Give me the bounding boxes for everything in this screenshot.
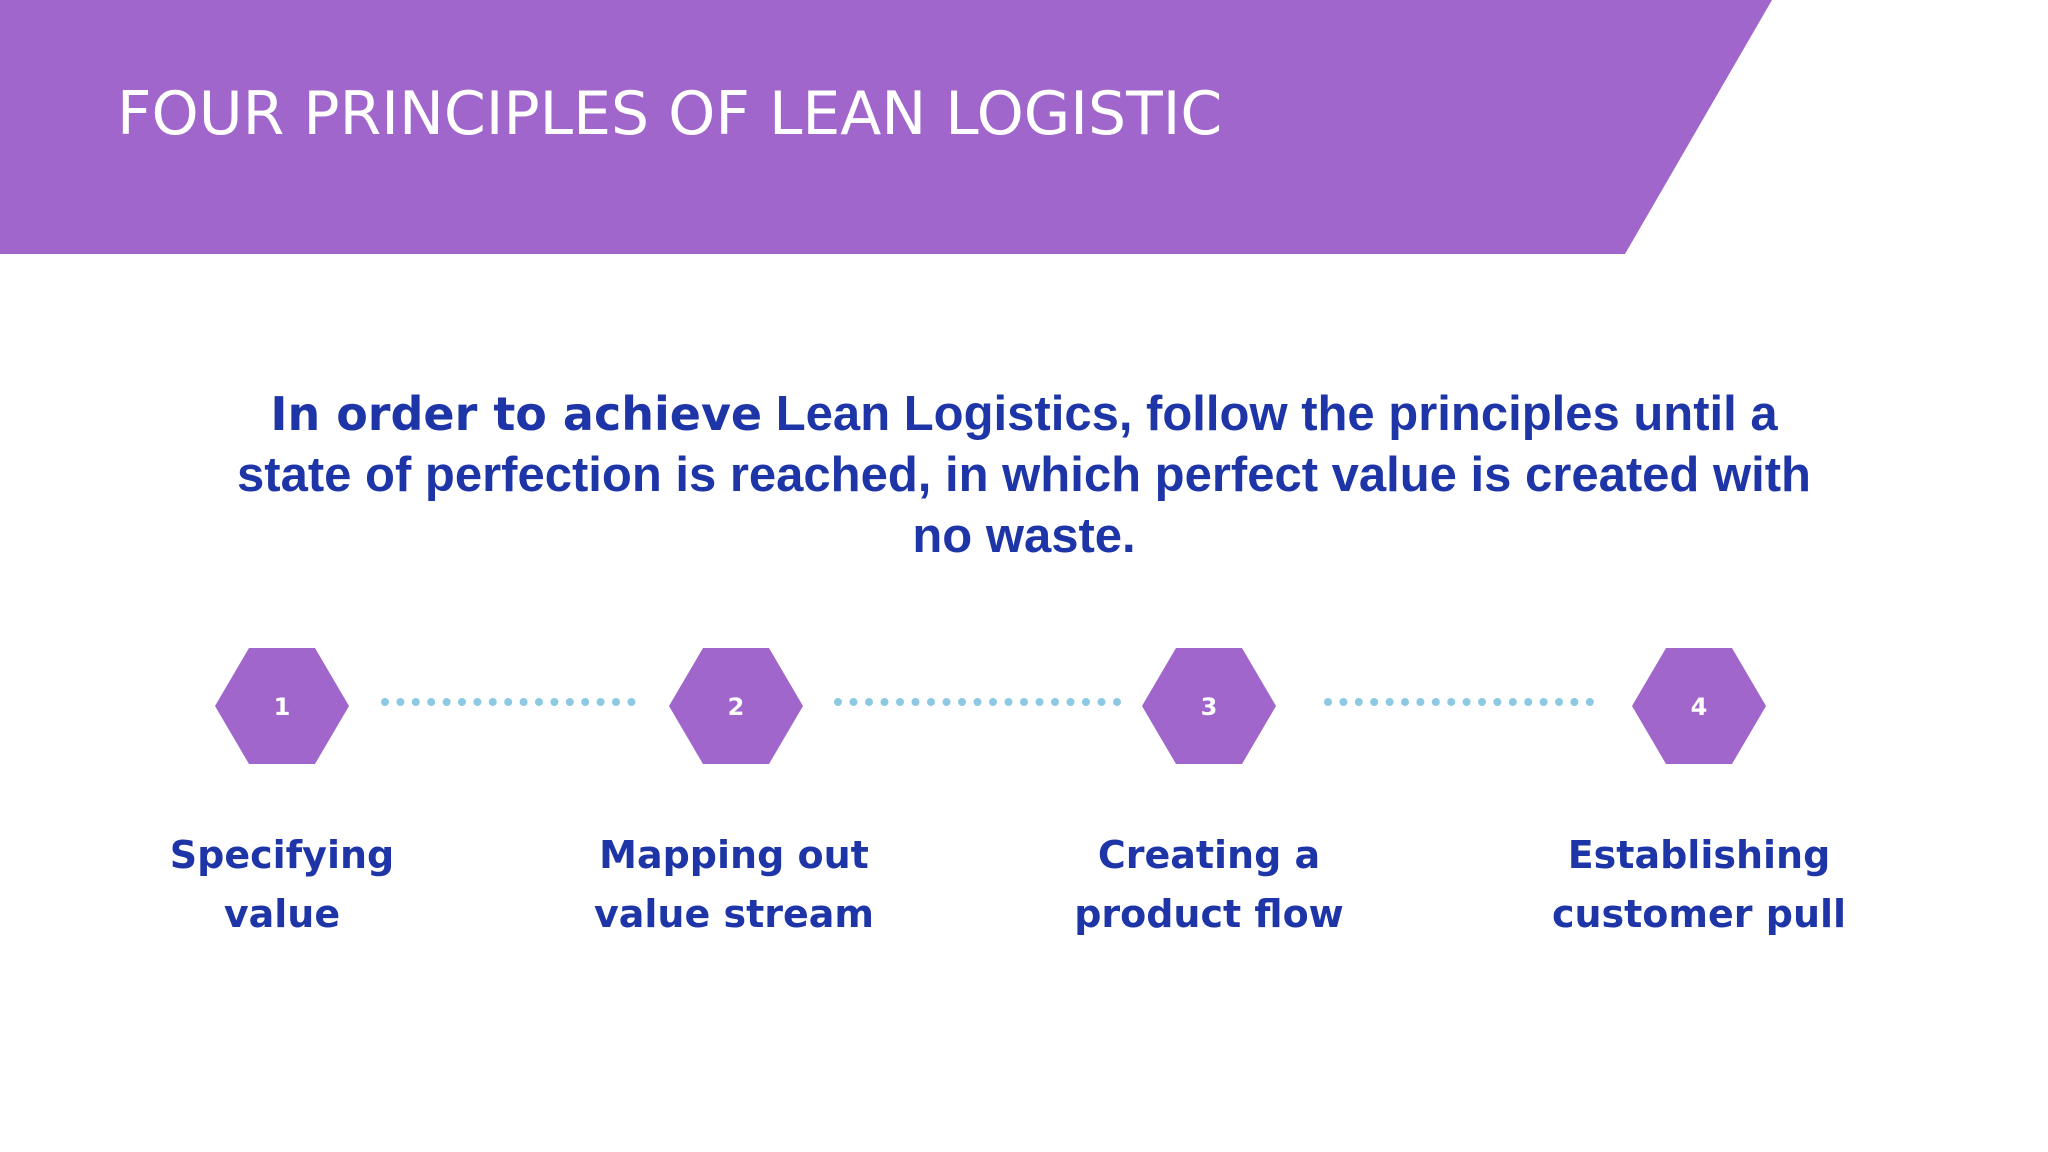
page-title: FOUR PRINCIPLES OF LEAN LOGISTIC [117,79,1223,149]
step-4-hexagon: 4 [1632,648,1766,764]
step-4-label-line2: customer pull [1551,892,1847,936]
step-4-label-line1: Establishing [1567,833,1831,877]
step-3-label-line1: Creating a [1097,833,1321,877]
title-banner-shape [0,0,1772,254]
step-3-label: Creating a product flow [1039,826,1379,944]
step-1-hexagon: 1 [215,648,349,764]
intro-paragraph: In order to achieve Lean Logistics, foll… [224,384,1824,567]
step-2-hexagon: 2 [669,648,803,764]
step-2-label-line1: Mapping out [599,833,869,877]
step-4-label: Establishing customer pull [1529,826,1869,944]
step-1-label-line1: Specifying [169,833,395,877]
title-banner [0,0,1772,254]
step-1-label: Specifying value [112,826,452,944]
step-4-number: 4 [1691,693,1708,721]
step-3-hexagon: 3 [1142,648,1276,764]
step-3-number: 3 [1201,693,1218,721]
intro-lead-text: In order to achieve [270,387,763,441]
step-2-label: Mapping out value stream [564,826,904,944]
step-1-label-line2: value [223,892,341,936]
intro-rest-text: Lean Logistics, follow the principles un… [237,387,1811,563]
step-2-label-line2: value stream [593,892,875,936]
step-2-number: 2 [728,693,745,721]
step-1-number: 1 [274,693,291,721]
step-3-label-line2: product flow [1074,892,1344,936]
